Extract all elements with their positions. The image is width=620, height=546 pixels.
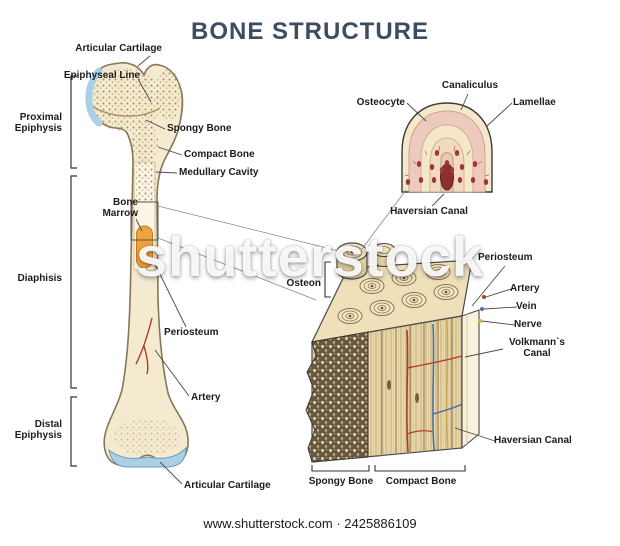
block-periosteum-layer (461, 309, 480, 450)
bracket-osteon (324, 261, 331, 298)
spongy-texture-head (90, 68, 162, 132)
osteocyte-dots (405, 150, 489, 185)
bracket-diaphisis (70, 175, 77, 389)
zoom-connector-lines (157, 189, 407, 301)
label-distal-epiphysis: Distal Epiphysis (14, 419, 62, 441)
label-proximal-epiphysis: Proximal Epiphysis (14, 112, 62, 134)
bracket-distal-epiphysis (70, 396, 77, 467)
label-spongy-bone: Spongy Bone (167, 123, 232, 134)
block-spongy-face (305, 331, 369, 463)
block-artery-vertical (406, 329, 409, 453)
label-haversian-canal-block: Haversian Canal (494, 435, 572, 446)
label-volkmanns-canal: Volkmann`s Canal (509, 337, 565, 359)
femur-illustration (85, 62, 189, 468)
label-compact-bone: Compact Bone (184, 149, 255, 160)
bracket-compact-bone (374, 465, 466, 472)
label-periosteum-block: Periosteum (478, 252, 533, 263)
block-brackets (311, 261, 466, 472)
label-compact-bone-block: Compact Bone (385, 476, 457, 487)
volkmanns-canal-red (406, 355, 463, 369)
bone-block-illustration (305, 242, 486, 463)
osteon-column-grooves (381, 318, 453, 456)
spongy-texture-distal (114, 418, 180, 456)
label-artery-block: Artery (510, 283, 540, 294)
label-artery-femur: Artery (191, 392, 221, 403)
bracket-spongy-bone (311, 465, 370, 472)
spongy-texture-neck (132, 122, 158, 162)
spongy-texture-trochanter (155, 69, 181, 121)
artery-endpoint (482, 295, 486, 299)
articular-cartilage-cap-top (85, 67, 103, 127)
label-osteon: Osteon (286, 278, 321, 289)
footer-url: www.shutterstock.com · 2425886109 (203, 516, 417, 531)
label-articular-cartilage-bottom: Articular Cartilage (184, 480, 271, 491)
nerve-endpoint (478, 319, 482, 323)
label-periosteum-femur: Periosteum (164, 327, 219, 338)
label-nerve: Nerve (514, 319, 542, 330)
femur-region-brackets (70, 75, 77, 467)
label-haversian-canal-detail: Haversian Canal (390, 206, 468, 217)
vessel-loop-bottom (406, 430, 434, 435)
haversian-slit-1 (387, 380, 391, 390)
zoom-region-rect (130, 201, 159, 241)
haversian-slit-2 (415, 393, 419, 403)
page-title: BONE STRUCTURE (190, 18, 429, 45)
label-medullary-cavity: Medullary Cavity (179, 167, 259, 178)
volkmanns-canal-blue (432, 403, 463, 415)
articular-cartilage-cap-bottom (108, 446, 187, 468)
medullary-spongy-top (134, 162, 155, 202)
vein-endpoint (480, 307, 484, 311)
bracket-proximal-epiphysis (70, 75, 77, 169)
leader-lines (135, 55, 518, 485)
label-bone-marrow: Bone Marrow (102, 197, 138, 219)
osteon-detail-illustration (401, 102, 493, 193)
femur-artery-vessel (135, 317, 153, 375)
bone-marrow-shape (136, 225, 153, 269)
epiphyseal-line-mark (91, 105, 161, 117)
block-nerve-vertical (446, 319, 449, 450)
label-osteocyte: Osteocyte (356, 97, 405, 108)
block-vein-vertical (432, 323, 435, 451)
label-articular-cartilage-top: Articular Cartilage (75, 43, 162, 54)
label-vein: Vein (516, 301, 537, 312)
canaliculi-lines (404, 145, 490, 177)
label-canaliculus: Canaliculus (441, 80, 499, 91)
label-epiphyseal-line: Epiphyseal Line (63, 70, 140, 81)
label-lamellae: Lamellae (513, 97, 556, 108)
label-diaphisis: Diaphisis (17, 273, 62, 284)
label-spongy-bone-block: Spongy Bone (308, 476, 374, 487)
